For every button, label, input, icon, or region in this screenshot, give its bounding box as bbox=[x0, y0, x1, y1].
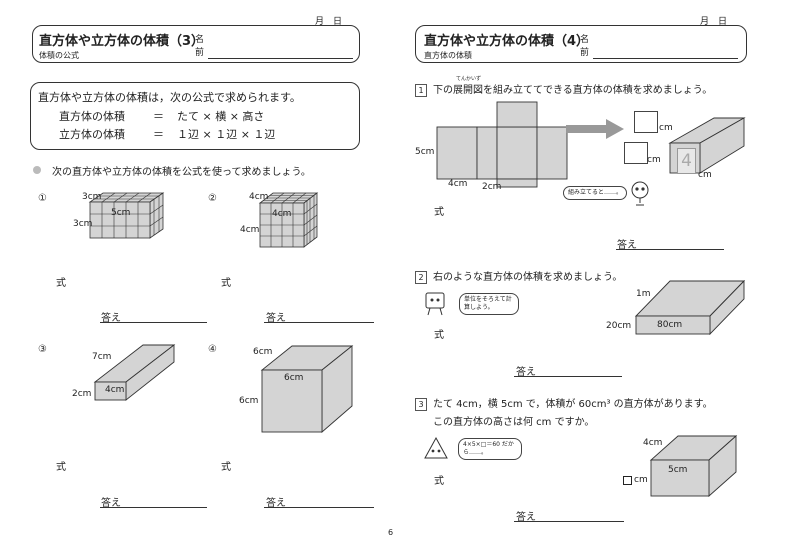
robot-character-icon bbox=[631, 181, 649, 206]
formula-cube-label: 立方体の体積 bbox=[59, 128, 125, 141]
q2-num: 2 bbox=[415, 270, 427, 284]
left-title-box: 直方体や立方体の体積（3） 体積の公式 名 前 bbox=[32, 25, 360, 63]
q3-dim-4cm: 4cm bbox=[643, 438, 663, 448]
problem-2-kotae: 答え bbox=[266, 313, 286, 324]
problem-2-dim-c: 4cm bbox=[240, 225, 260, 235]
problem-1-shiki: 式 bbox=[56, 278, 66, 289]
right-name-label-1: 名 bbox=[580, 35, 590, 45]
formula-cube: １辺 × １辺 × １辺 bbox=[177, 128, 276, 141]
q2-dim-80cm: 80cm bbox=[657, 320, 683, 330]
problem-3-dim-a: 7cm bbox=[92, 352, 112, 362]
answer-box-2[interactable] bbox=[624, 142, 648, 164]
formula-box: 直方体や立方体の体積は，次の公式で求められます。 直方体の体積 ＝ たて × 横… bbox=[30, 82, 360, 150]
q3-dim-5cm: 5cm bbox=[668, 465, 688, 475]
triangle-character-icon bbox=[424, 436, 448, 459]
problem-1-kotae: 答え bbox=[101, 313, 121, 324]
q2-dim-1m: 1m bbox=[636, 289, 651, 299]
bullet-icon bbox=[33, 166, 41, 174]
problem-2-dim-b: 4cm bbox=[272, 209, 292, 219]
problem-1-dim-a: 3cm bbox=[82, 192, 102, 202]
q3-text-2: この直方体の高さは何 cm ですか。 bbox=[433, 417, 595, 428]
box-label-1: cm bbox=[659, 123, 673, 133]
q2-shiki: 式 bbox=[434, 330, 444, 341]
right-title-box: 直方体や立方体の体積（4） 直方体の体積 名 前 bbox=[415, 25, 747, 63]
problem-3-shiki: 式 bbox=[56, 462, 66, 473]
tv-character-icon bbox=[425, 292, 445, 316]
left-subtitle: 体積の公式 bbox=[39, 51, 79, 60]
problem-2-shiki: 式 bbox=[221, 278, 231, 289]
problem-2-num: ② bbox=[208, 193, 217, 204]
q3-shiki: 式 bbox=[434, 476, 444, 487]
box-label-3: cm bbox=[698, 170, 712, 180]
net-diagram bbox=[436, 101, 568, 188]
problem-1-dim-b: 5cm bbox=[111, 208, 131, 218]
hint-number-box: 4 bbox=[677, 148, 696, 174]
q3-heading: 3 たて 4cm，横 5cm で，体積が 60cm³ の直方体があります。 bbox=[415, 395, 713, 411]
cuboid-3 bbox=[93, 344, 176, 401]
page-number: 6 bbox=[388, 528, 394, 537]
q2-text: 右のような直方体の体積を求めましょう。 bbox=[433, 272, 623, 283]
q2-heading: 2 右のような直方体の体積を求めましょう。 bbox=[415, 268, 622, 284]
box-label-2: cm bbox=[647, 155, 661, 165]
answer-box-1[interactable] bbox=[634, 111, 658, 133]
q1-kotae: 答え bbox=[617, 240, 637, 251]
formula-cube-eq: ＝ bbox=[153, 128, 164, 141]
q1-shiki: 式 bbox=[434, 207, 444, 218]
q2-dim-20cm: 20cm bbox=[606, 321, 632, 331]
arrow-right-icon bbox=[566, 119, 624, 139]
q1-heading: 1 下の展開図を組み立ててできる直方体の体積を求めましょう。 bbox=[415, 81, 712, 97]
problem-4-dim-c: 6cm bbox=[239, 396, 259, 406]
right-subtitle: 直方体の体積 bbox=[424, 51, 472, 60]
net-dim-4cm: 4cm bbox=[448, 179, 468, 189]
cuboid-q3 bbox=[649, 434, 738, 498]
problem-4-num: ④ bbox=[208, 344, 217, 355]
right-title: 直方体や立方体の体積（4） bbox=[424, 34, 590, 49]
problem-4-shiki: 式 bbox=[221, 462, 231, 473]
cuboid-grid-1 bbox=[88, 192, 165, 239]
left-date: 月 日 bbox=[315, 17, 343, 27]
cube-grid-2 bbox=[258, 192, 319, 248]
problem-3-dim-c: 2cm bbox=[72, 389, 92, 399]
problem-1-num: ① bbox=[38, 193, 47, 204]
q1-speech-bubble: 組み立てると……。 bbox=[563, 186, 628, 200]
problem-4-dim-a: 6cm bbox=[253, 347, 273, 357]
left-name-label-1: 名 bbox=[195, 35, 205, 45]
cuboid-q2 bbox=[634, 279, 746, 336]
problem-1-dim-c: 3cm bbox=[73, 219, 93, 229]
right-date: 月 日 bbox=[700, 17, 728, 27]
q2-speech-bubble: 単位をそろえて計算しよう。 bbox=[459, 293, 519, 315]
cube-4 bbox=[260, 345, 354, 433]
problem-3-kotae: 答え bbox=[101, 498, 121, 509]
left-name-label-2: 前 bbox=[195, 48, 205, 58]
formula-intro: 直方体や立方体の体積は，次の公式で求められます。 bbox=[38, 91, 301, 104]
q3-dim-unknown: cm bbox=[634, 475, 648, 485]
q3-kotae: 答え bbox=[516, 512, 536, 523]
problem-3-num: ③ bbox=[38, 344, 47, 355]
q1-ruby: てんかいず bbox=[456, 76, 482, 82]
q2-kotae: 答え bbox=[516, 367, 536, 378]
problem-2-dim-a: 4cm bbox=[249, 192, 269, 202]
net-dim-5cm: 5cm bbox=[415, 147, 435, 157]
problem-4-dim-b: 6cm bbox=[284, 373, 304, 383]
q3-speech-bubble: 4×5×□＝60 だから……。 bbox=[458, 438, 522, 460]
right-name-label-2: 前 bbox=[580, 48, 590, 58]
q1-text: 下の展開図を組み立ててできる直方体の体積を求めましょう。 bbox=[433, 85, 713, 96]
unknown-box-icon bbox=[623, 476, 632, 485]
problem-4-kotae: 答え bbox=[266, 498, 286, 509]
net-dim-2cm: 2cm bbox=[482, 182, 502, 192]
q1-num: 1 bbox=[415, 83, 427, 97]
left-instruction: 次の直方体や立方体の体積を公式を使って求めましょう。 bbox=[52, 167, 311, 178]
problem-3-dim-b: 4cm bbox=[105, 385, 125, 395]
formula-cuboid-label: 直方体の体積 bbox=[59, 110, 125, 123]
formula-cuboid: たて × 横 × 高さ bbox=[177, 110, 265, 123]
left-title: 直方体や立方体の体積（3） bbox=[39, 34, 205, 49]
formula-cuboid-eq: ＝ bbox=[153, 110, 164, 123]
q3-text-1: たて 4cm，横 5cm で，体積が 60cm³ の直方体があります。 bbox=[433, 399, 713, 410]
q3-num: 3 bbox=[415, 397, 427, 411]
